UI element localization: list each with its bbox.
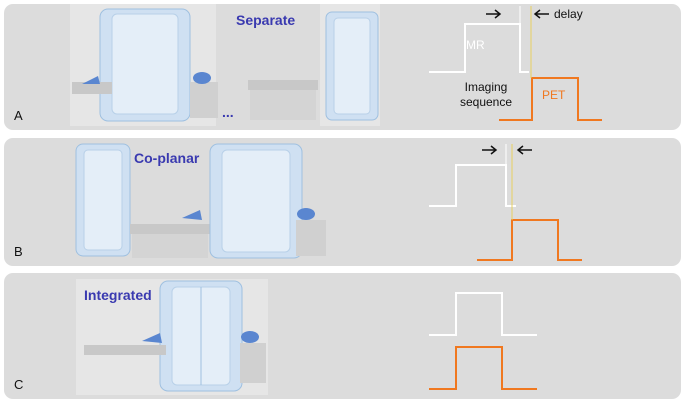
arrow-right-icon — [482, 145, 498, 155]
patient-head-icon — [297, 208, 315, 220]
patient-head-icon — [193, 72, 211, 84]
patient-feet-icon — [82, 76, 100, 84]
arrow-left-icon — [516, 145, 532, 155]
patient-feet-icon — [182, 210, 202, 220]
separate-scanner-illustration — [70, 4, 390, 126]
title-integrated: Integrated — [84, 287, 152, 303]
mr-pulse — [429, 292, 537, 336]
coplanar-timing-svg — [429, 144, 582, 261]
pet-bore — [333, 17, 371, 115]
shared-bed — [130, 224, 210, 234]
mr-bed-base — [190, 82, 218, 118]
panel-integrated: Integrated C — [4, 273, 681, 399]
pet-label: PET — [542, 88, 566, 102]
panel-separate: Separate ... MR PET delay Imaging sequen… — [4, 4, 681, 130]
integrated-scanner-svg — [76, 279, 268, 395]
mr-bore — [111, 13, 179, 115]
mr-bed-base — [296, 220, 326, 256]
mr-bed — [72, 82, 112, 94]
integrated-timing-svg — [429, 292, 537, 390]
delay-label: delay — [554, 7, 583, 21]
arrow-left-icon — [533, 9, 549, 19]
title-separate: Separate — [236, 12, 296, 28]
pet-pulse — [477, 219, 582, 261]
mr-pulse — [429, 23, 529, 73]
bed-base — [240, 343, 266, 383]
pet-bore — [83, 149, 123, 251]
separate-scanners-svg — [70, 4, 380, 126]
bed — [84, 345, 166, 355]
patient-feet-icon — [142, 333, 162, 343]
coplanar-scanners-svg — [75, 143, 326, 259]
arrow-right-icon — [486, 9, 502, 19]
shared-bed-base — [132, 234, 208, 258]
panel-letter-b: B — [14, 244, 23, 259]
pet-bed — [248, 80, 318, 90]
pet-bed-base — [250, 90, 316, 120]
coplanar-scanner-illustration — [70, 138, 330, 262]
imaging-sequence-label: Imaging sequence — [450, 80, 522, 110]
panel-letter-a: A — [14, 108, 23, 123]
patient-head-icon — [241, 331, 259, 343]
mr-pulse — [429, 164, 516, 207]
imaging-sequence-text: Imaging sequence — [459, 80, 513, 109]
title-coplanar: Co-planar — [134, 150, 200, 166]
pet-pulse — [499, 77, 602, 121]
integrated-scanner-illustration — [76, 279, 276, 395]
ellipsis: ... — [222, 104, 234, 120]
panel-coplanar: Co-planar B — [4, 138, 681, 266]
separate-timing-svg — [429, 6, 602, 121]
mr-bore — [221, 149, 291, 253]
pet-pulse — [429, 346, 537, 390]
panel-letter-c: C — [14, 377, 24, 392]
mr-label: MR — [466, 38, 485, 52]
